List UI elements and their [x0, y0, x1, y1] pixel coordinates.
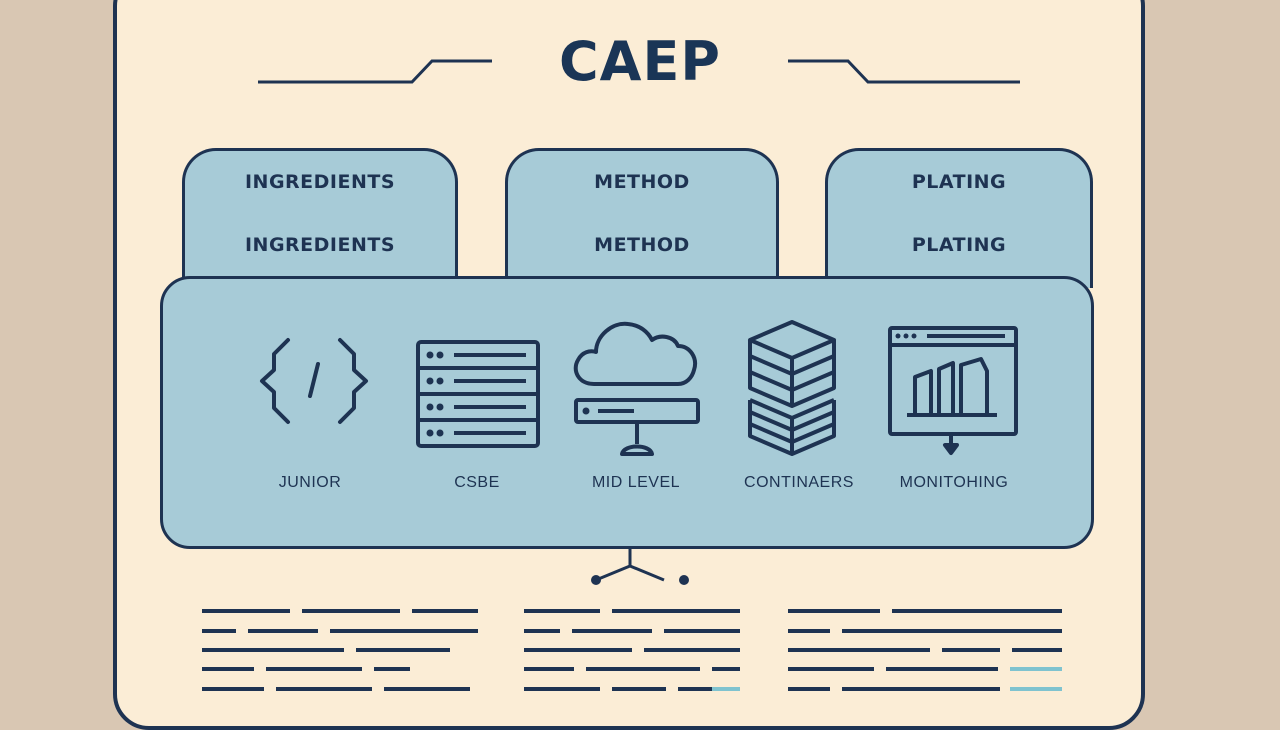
tab-plating: PLATING PLATING [825, 148, 1093, 288]
title-right-rule [788, 59, 1020, 84]
tab-ingredients: INGREDIENTS INGREDIENTS [182, 148, 458, 288]
stage-label-junior: JUNIOR [278, 474, 342, 491]
stage-label-mid-level: MID LEVEL [591, 474, 681, 491]
tab-ingredients-label-top: INGREDIENTS [244, 171, 396, 193]
tab-method-label-bottom: METHOD [594, 234, 690, 256]
stage-label-csbe: CSBE [454, 474, 500, 491]
tab-ingredients-label-bottom: INGREDIENTS [244, 234, 396, 256]
cloud-monitor-icon [573, 321, 700, 456]
code-icon [260, 338, 368, 424]
title-left-rule [258, 59, 492, 84]
tab-method-label-top: METHOD [594, 171, 690, 193]
stacked-cubes-icon [748, 320, 836, 456]
stage-label-containers: CONTINAERS [744, 474, 854, 491]
tab-plating-label-top: PLATING [911, 171, 1007, 193]
stage-label-monitoring: MONITOHING [899, 474, 1009, 491]
diagram-title: CAEP [559, 30, 721, 93]
text-placeholder-lines [202, 609, 1062, 691]
chart-window-icon [888, 326, 1018, 455]
connector-dot-right [679, 575, 689, 585]
tab-method: METHOD METHOD [505, 148, 779, 288]
connector-dot-left [591, 575, 601, 585]
server-rack-icon [416, 340, 540, 448]
tab-plating-label-bottom: PLATING [911, 234, 1007, 256]
connector-branch [595, 564, 665, 582]
